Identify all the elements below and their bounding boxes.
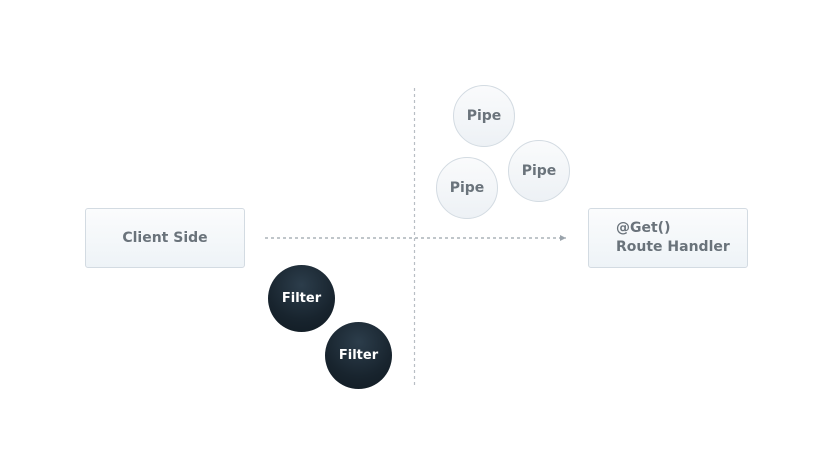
- filter-label: Filter: [338, 348, 379, 363]
- filter-node: Filter: [268, 265, 335, 332]
- pipe-label: Pipe: [466, 108, 502, 124]
- client-side-label: Client Side: [122, 230, 208, 246]
- client-side-box: Client Side: [85, 208, 245, 268]
- route-handler-box: @Get() Route Handler: [588, 208, 748, 268]
- pipe-node: Pipe: [436, 157, 498, 219]
- filter-node: Filter: [325, 322, 392, 389]
- pipe-label: Pipe: [521, 163, 557, 179]
- filter-label: Filter: [281, 291, 322, 306]
- pipe-node: Pipe: [453, 85, 515, 147]
- pipe-node: Pipe: [508, 140, 570, 202]
- pipe-label: Pipe: [449, 180, 485, 196]
- route-handler-label: Route Handler: [616, 239, 730, 255]
- route-handler-decorator: @Get(): [616, 220, 671, 236]
